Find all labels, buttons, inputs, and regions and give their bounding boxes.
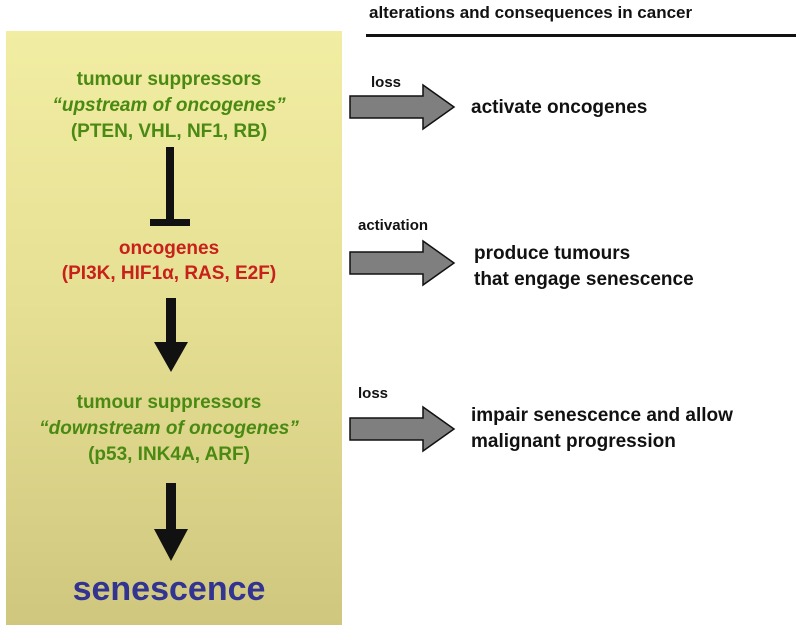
upstream-suppressors-subtitle: “upstream of oncogenes”	[52, 95, 286, 116]
row-1-consequence: activate oncogenes	[471, 97, 648, 118]
block-arrow-icon	[349, 405, 456, 453]
header-rule	[366, 34, 796, 37]
row-3-consequence-line1: impair senescence and allow	[471, 405, 733, 426]
inhibition-bar	[150, 219, 190, 226]
block-arrow-icon	[349, 239, 456, 287]
downstream-suppressors-subtitle: “downstream of oncogenes”	[39, 418, 299, 439]
upstream-suppressors-examples: (PTEN, VHL, NF1, RB)	[70, 121, 268, 142]
oncogenes-label: oncogenes	[118, 238, 220, 259]
header-title: alterations and consequences in cancer	[369, 3, 693, 22]
row-3-action: loss	[358, 385, 389, 402]
downstream-suppressors-label: tumour suppressors	[76, 392, 262, 413]
row-3-consequence-line2: malignant progression	[471, 431, 676, 452]
block-arrow-icon	[349, 83, 456, 131]
down-arrow-icon	[154, 298, 188, 372]
row-2-action: activation	[358, 217, 429, 234]
down-arrow-icon	[154, 483, 188, 561]
row-1-action: loss	[371, 74, 402, 91]
row-2-consequence-line1: produce tumours	[474, 243, 631, 264]
oncogenes-examples: (PI3K, HIF1α, RAS, E2F)	[61, 263, 277, 284]
senescence-outcome: senescence	[72, 570, 266, 608]
row-2-consequence-line2: that engage senescence	[474, 269, 694, 290]
inhibition-connector	[150, 147, 190, 226]
downstream-suppressors-examples: (p53, INK4A, ARF)	[88, 444, 250, 465]
inhibition-stem	[166, 147, 174, 219]
upstream-suppressors-label: tumour suppressors	[76, 69, 262, 90]
